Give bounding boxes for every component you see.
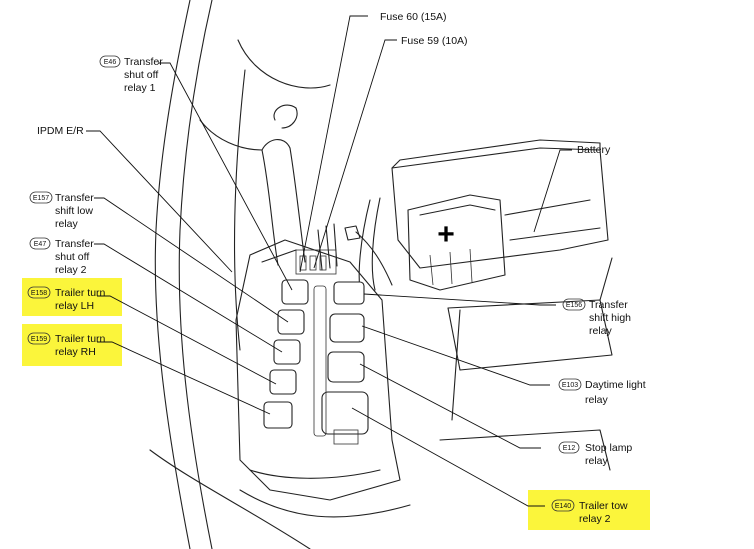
svg-text:shut off: shut off <box>55 251 89 263</box>
svg-text:relay 2: relay 2 <box>55 264 87 276</box>
label-transfer-shutoff-1: E46 Transfer shut off relay 1 <box>99 55 163 94</box>
label-fuse-60: Fuse 60 (15A) <box>380 11 447 23</box>
connector-e140: E140 <box>555 503 571 510</box>
svg-text:relay RH: relay RH <box>55 346 96 358</box>
svg-text:Battery: Battery <box>577 144 611 156</box>
connector-e156: E156 <box>566 302 582 309</box>
relay-shutoff-2 <box>273 339 301 365</box>
relay-trailer-turn-lh <box>269 369 297 395</box>
svg-text:shift low: shift low <box>55 205 93 217</box>
svg-text:Trailer tow: Trailer tow <box>579 500 628 512</box>
svg-text:Daytime light: Daytime light <box>585 379 646 391</box>
relay-daytime-light <box>329 313 365 343</box>
svg-text:relay LH: relay LH <box>55 300 94 312</box>
svg-text:Fuse 59 (10A): Fuse 59 (10A) <box>401 35 468 47</box>
svg-text:relay: relay <box>589 325 613 337</box>
relay-shutoff-1 <box>281 279 309 305</box>
leader-lines <box>86 15 572 507</box>
svg-text:relay: relay <box>585 455 609 467</box>
connector-e158: E158 <box>31 290 47 297</box>
relay-group <box>263 279 369 445</box>
label-transfer-shift-low: E157 Transfer shift low relay <box>29 191 94 230</box>
connector-e47: E47 <box>34 241 47 248</box>
svg-text:shift high: shift high <box>589 312 631 324</box>
svg-text:Stop lamp: Stop lamp <box>585 442 632 454</box>
relay-trailer-tow-2 <box>321 391 369 435</box>
label-battery: Battery <box>577 144 611 156</box>
label-trailer-tow-2: E140 Trailer tow relay 2 <box>551 499 628 525</box>
label-ipdm: IPDM E/R <box>37 125 84 137</box>
label-fuse-59: Fuse 59 (10A) <box>401 35 468 47</box>
connector-e46: E46 <box>104 59 117 66</box>
label-trailer-turn-lh: E158 Trailer turn relay LH <box>27 286 106 312</box>
relay-shift-high <box>333 281 365 305</box>
svg-text:relay 2: relay 2 <box>579 513 611 525</box>
svg-text:relay: relay <box>55 218 79 230</box>
connector-e159: E159 <box>31 336 47 343</box>
connector-e103: E103 <box>562 382 578 389</box>
svg-text:Fuse 60 (15A): Fuse 60 (15A) <box>380 11 447 23</box>
svg-text:shut off: shut off <box>124 69 158 81</box>
highlight-trailer-tow-2 <box>528 490 650 530</box>
label-transfer-shift-high: E156 Transfer shift high relay <box>562 298 631 337</box>
label-daytime-light: E103 Daytime light relay <box>558 378 646 406</box>
highlight-trailer-turn-lh <box>22 278 122 316</box>
svg-text:Transfer: Transfer <box>124 56 163 68</box>
relay-trailer-turn-rh <box>263 401 293 429</box>
highlight-trailer-turn-rh <box>22 324 122 366</box>
svg-text:Transfer: Transfer <box>55 238 94 250</box>
engine-bay-drawing: + <box>149 0 613 549</box>
svg-text:Transfer: Transfer <box>589 299 628 311</box>
label-transfer-shutoff-2: E47 Transfer shut off relay 2 <box>29 237 94 276</box>
battery-plus-symbol: + <box>437 218 455 251</box>
label-stop-lamp: E12 Stop lamp relay <box>558 441 632 467</box>
label-trailer-turn-rh: E159 Trailer turn relay RH <box>27 332 106 358</box>
svg-text:Transfer: Transfer <box>55 192 94 204</box>
svg-text:relay 1: relay 1 <box>124 82 156 94</box>
svg-text:relay: relay <box>585 394 609 406</box>
relay-stop-lamp <box>327 351 365 383</box>
connector-e12: E12 <box>563 445 576 452</box>
relay-shift-low <box>277 309 305 335</box>
svg-text:IPDM E/R: IPDM E/R <box>37 125 84 137</box>
connector-e157: E157 <box>33 195 49 202</box>
svg-text:Trailer turn: Trailer turn <box>55 287 106 299</box>
svg-text:Trailer turn: Trailer turn <box>55 333 106 345</box>
